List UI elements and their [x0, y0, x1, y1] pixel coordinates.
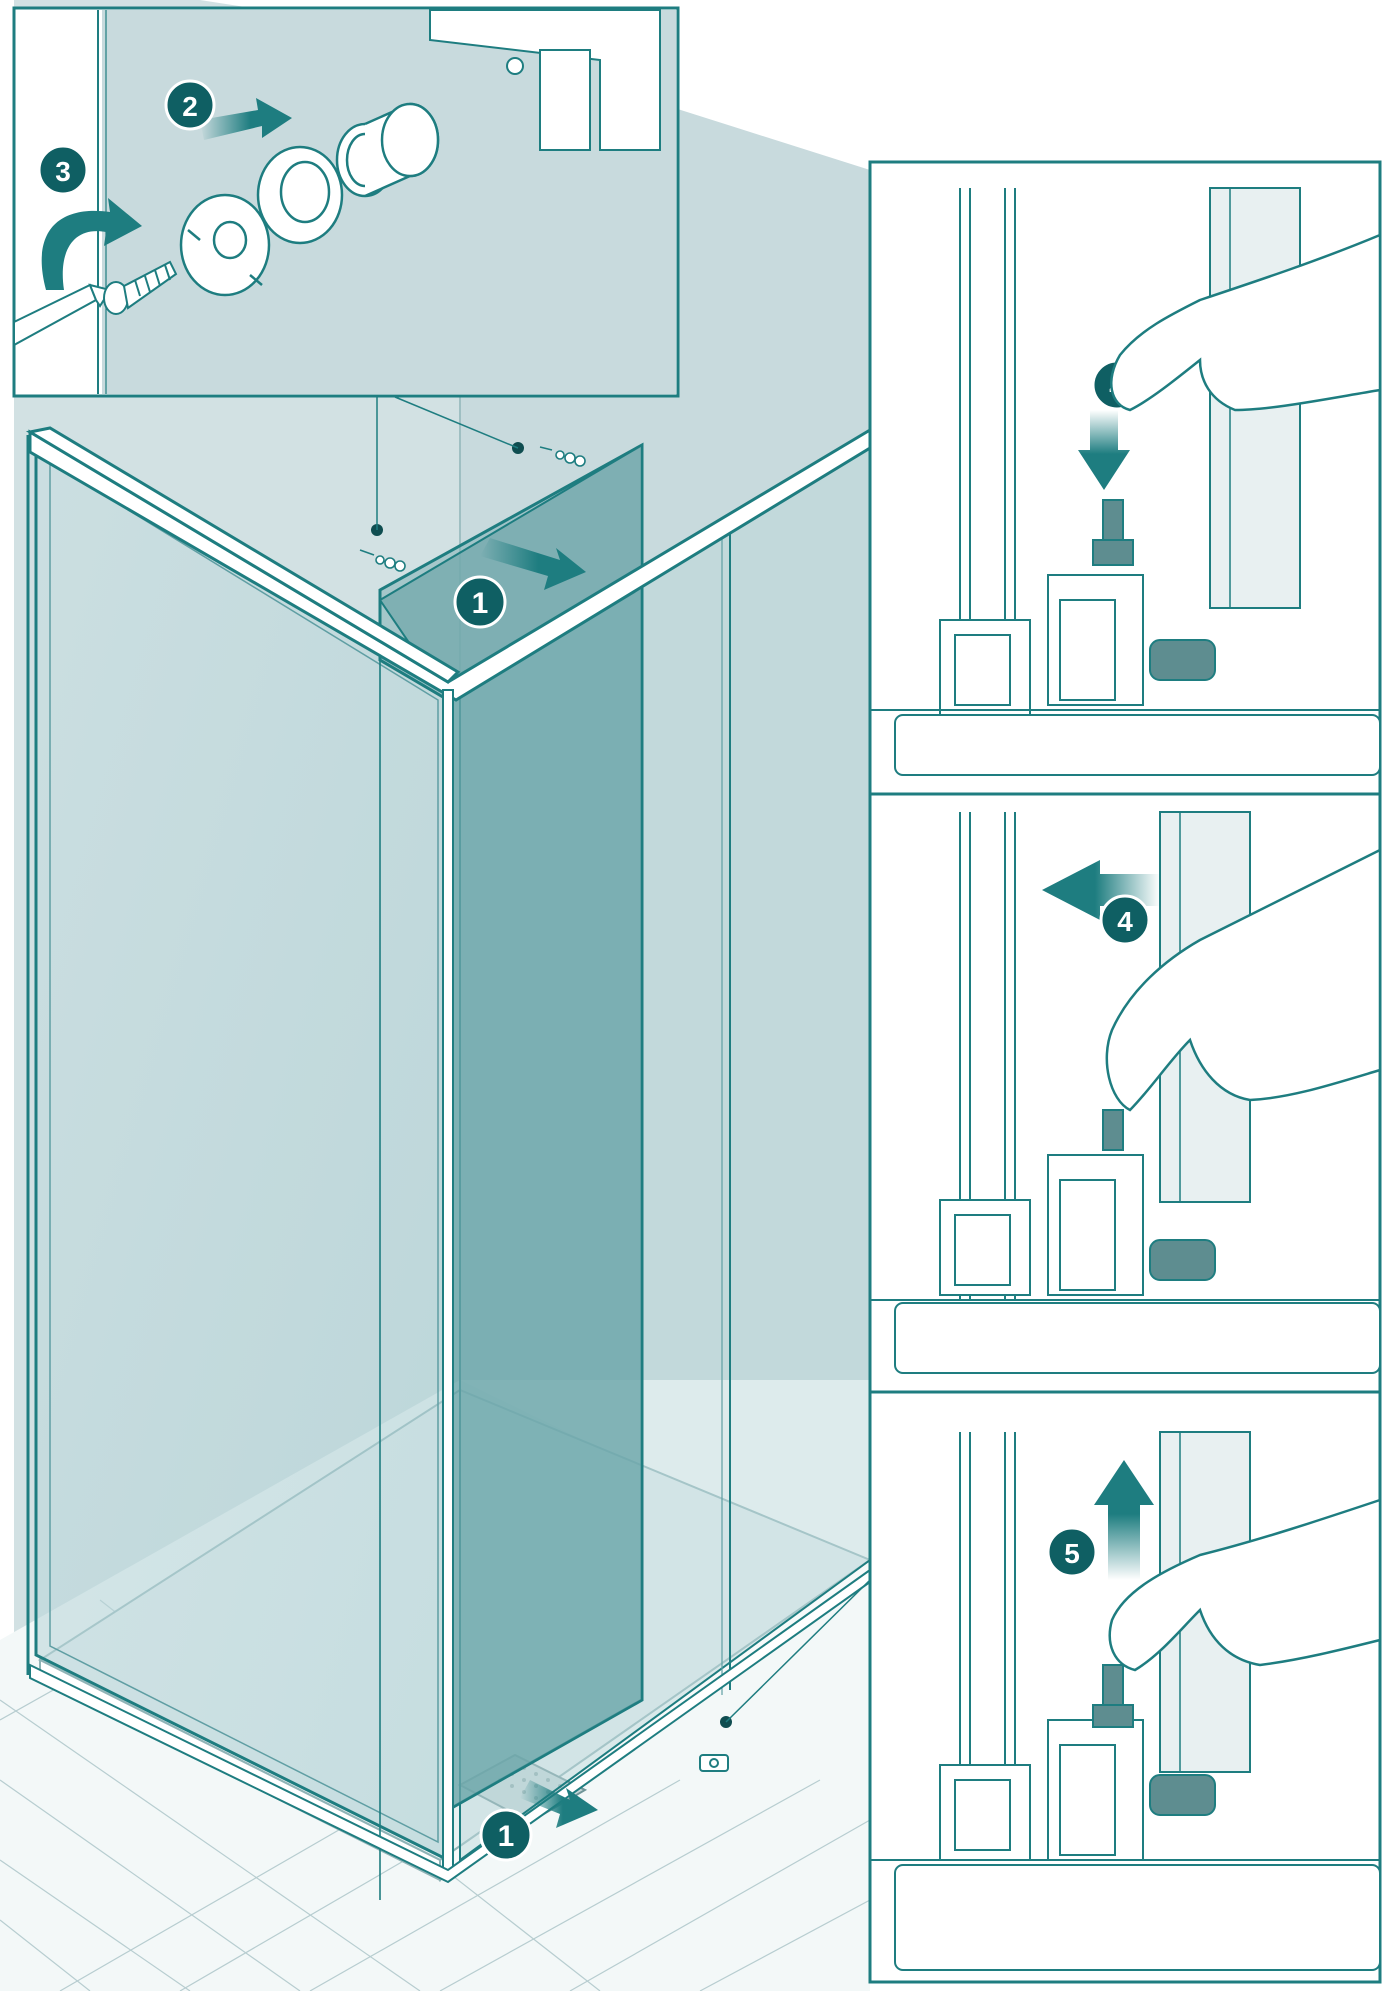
- step-badge-screw: 3: [39, 146, 87, 194]
- svg-text:3: 3: [55, 156, 71, 187]
- corner-post: [443, 690, 453, 1870]
- svg-text:2: 2: [182, 91, 198, 122]
- svg-text:1: 1: [498, 1820, 515, 1853]
- step-badge-slide-top: 1: [455, 577, 505, 627]
- svg-text:4: 4: [1117, 906, 1133, 937]
- guide-block: [1150, 1240, 1215, 1280]
- svg-text:5: 5: [1064, 1538, 1080, 1569]
- bottom-roller: [700, 1755, 728, 1771]
- detail-panel-press: 4: [870, 162, 1380, 794]
- washer-icon: [258, 147, 342, 243]
- detail-panel-lift: 5: [870, 1392, 1380, 1982]
- step-badge-slide-bottom: 1: [481, 1810, 531, 1860]
- svg-text:1: 1: [472, 587, 489, 620]
- sliding-door-front: [448, 585, 642, 1810]
- detail-panel-slide: 4: [870, 794, 1380, 1392]
- step-badge-insert: 2: [166, 81, 214, 129]
- release-pin: [1103, 1110, 1123, 1150]
- cap-piece: [181, 195, 269, 295]
- step-badge-slide-left: 4: [1101, 896, 1149, 944]
- step-badge-lift: 5: [1048, 1528, 1096, 1576]
- guide-block: [1150, 640, 1215, 680]
- inset-screw-detail: 2 3: [14, 8, 678, 396]
- guide-block: [1150, 1775, 1215, 1815]
